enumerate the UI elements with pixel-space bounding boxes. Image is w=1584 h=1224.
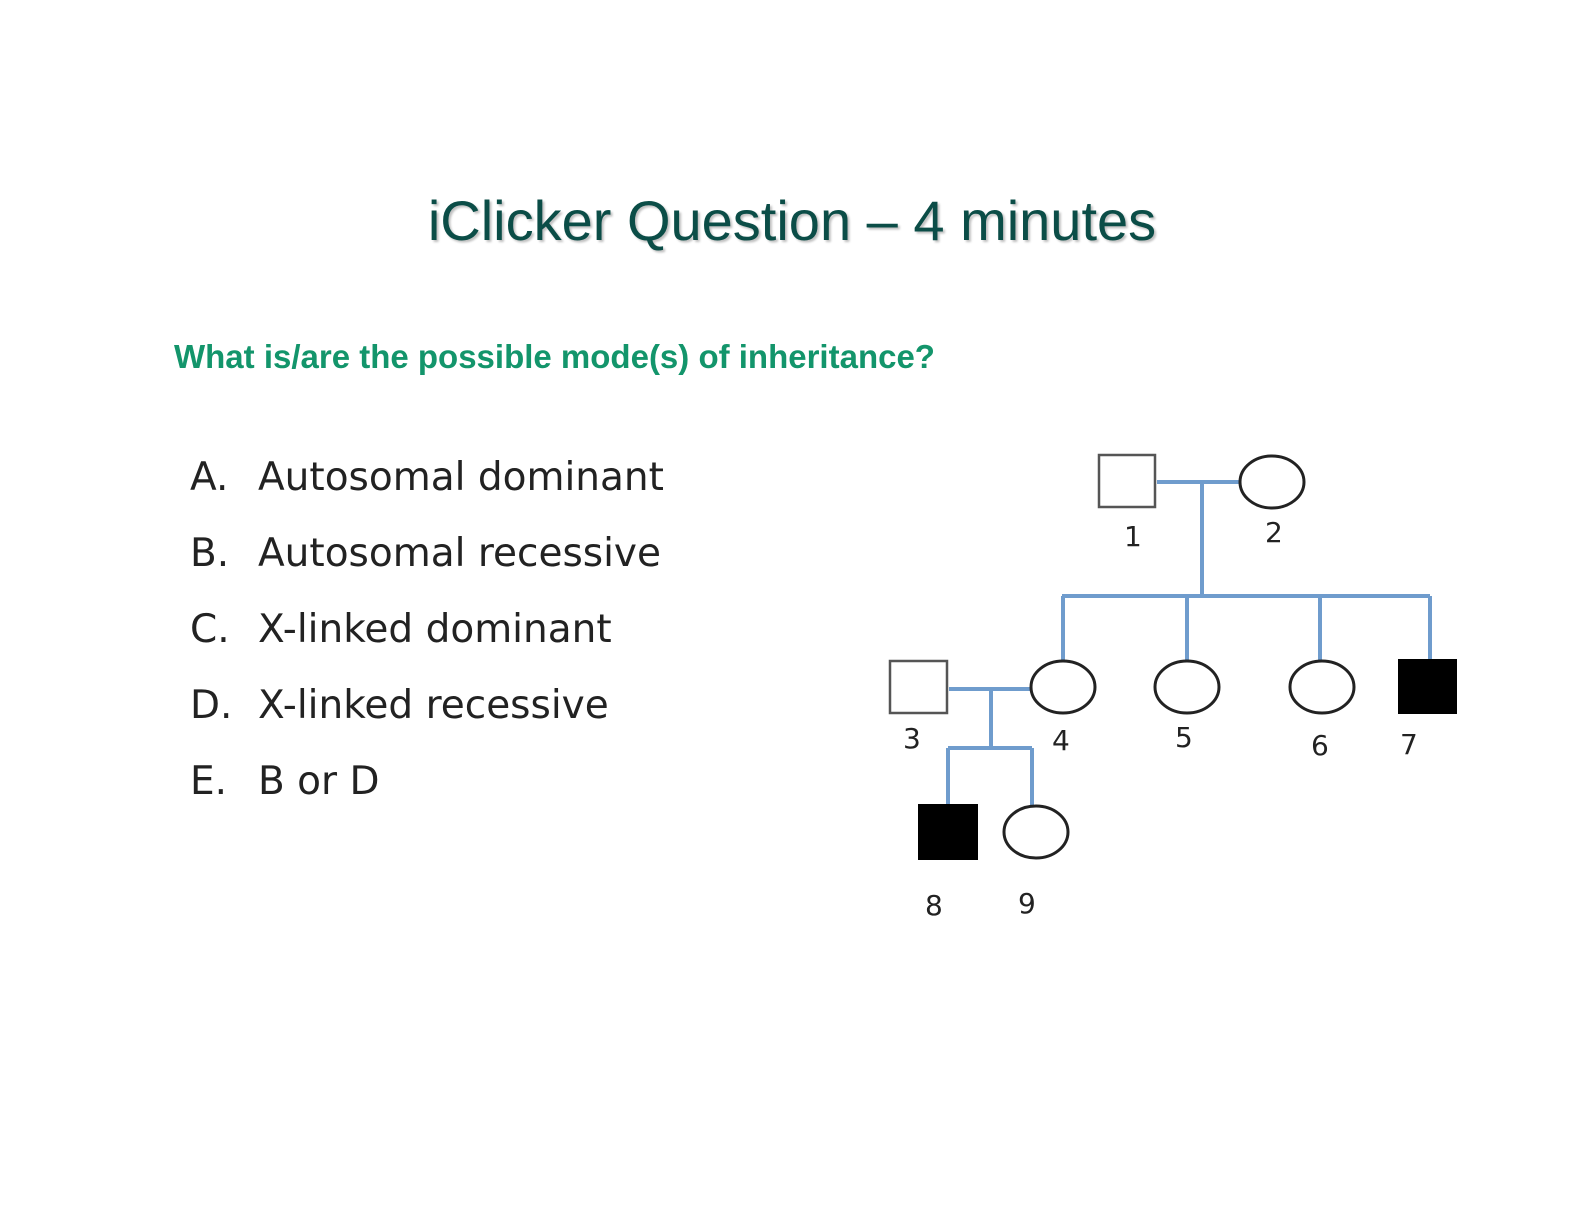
option-c-text: X-linked dominant — [258, 607, 612, 652]
question-text: What is/are the possible mode(s) of inhe… — [174, 338, 935, 375]
option-b-letter: B. — [190, 531, 230, 576]
option-b-text: Autosomal recessive — [258, 531, 662, 576]
pedigree-lines — [946, 480, 1432, 806]
slide-title: iClicker Question – 4 minutes — [427, 189, 1157, 252]
option-e-letter: E. — [190, 759, 228, 804]
answer-options: A. Autosomal dominant B. Autosomal reces… — [190, 450, 664, 830]
individual-3-male-unaffected — [888, 659, 949, 715]
option-a-text: Autosomal dominant — [258, 455, 664, 500]
individual-9-female-unaffected — [1002, 804, 1070, 860]
option-d-letter: D. — [190, 683, 233, 728]
option-d: D. X-linked recessive — [190, 678, 664, 754]
option-d-text: X-linked recessive — [258, 683, 609, 728]
individual-8-male-affected — [918, 804, 978, 860]
individual-5-female-unaffected — [1153, 659, 1221, 715]
label-9: 9 — [1018, 887, 1036, 920]
label-2: 2 — [1265, 516, 1283, 549]
label-7: 7 — [1400, 728, 1418, 761]
individual-1-male-unaffected — [1097, 453, 1157, 509]
label-1: 1 — [1124, 520, 1142, 553]
label-4: 4 — [1052, 724, 1070, 757]
option-a: A. Autosomal dominant — [190, 450, 664, 526]
label-3: 3 — [903, 722, 921, 755]
label-6: 6 — [1311, 729, 1329, 762]
label-8: 8 — [925, 889, 943, 922]
individual-4-female-unaffected — [1029, 659, 1097, 715]
option-c-letter: C. — [190, 607, 230, 652]
label-5: 5 — [1175, 721, 1193, 754]
individual-7-male-affected — [1398, 659, 1457, 714]
individual-2-female-unaffected — [1238, 454, 1306, 510]
option-a-letter: A. — [190, 455, 229, 500]
option-e-text: B or D — [258, 759, 380, 804]
option-e: E. B or D — [190, 754, 664, 830]
individual-6-female-unaffected — [1288, 659, 1356, 715]
option-b: B. Autosomal recessive — [190, 526, 664, 602]
option-c: C. X-linked dominant — [190, 602, 664, 678]
